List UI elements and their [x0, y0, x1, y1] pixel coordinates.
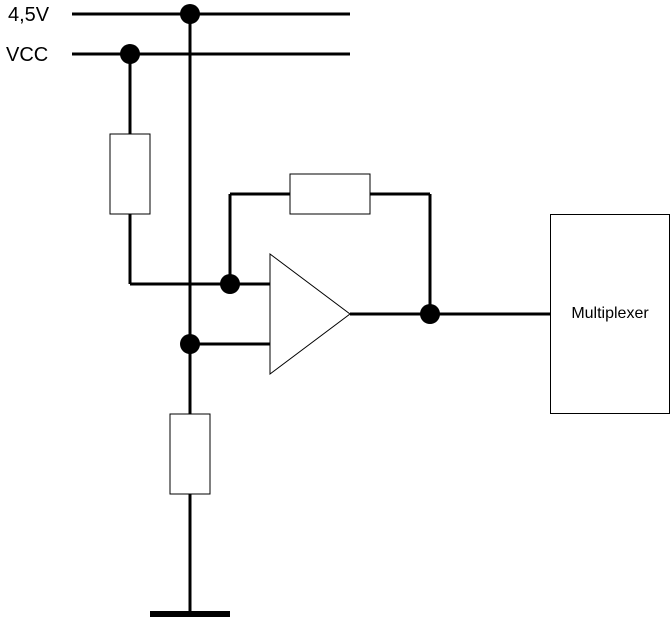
opamp-triangle — [269, 253, 351, 375]
label-vcc: VCC — [6, 44, 49, 66]
junction-node-vcc — [120, 44, 140, 64]
junction-node-feedback-input — [220, 274, 240, 294]
junction-node-output — [420, 304, 440, 324]
resistor-r1 — [109, 133, 151, 215]
resistor-r3 — [169, 413, 211, 495]
junction-node-lower-input — [180, 334, 200, 354]
multiplexer-label: Multiplexer — [571, 305, 649, 322]
multiplexer-block: Multiplexer — [550, 214, 670, 414]
resistor-feedback — [289, 173, 371, 215]
label-4-5v: 4,5V — [8, 4, 50, 26]
junction-node-4-5v — [180, 4, 200, 24]
